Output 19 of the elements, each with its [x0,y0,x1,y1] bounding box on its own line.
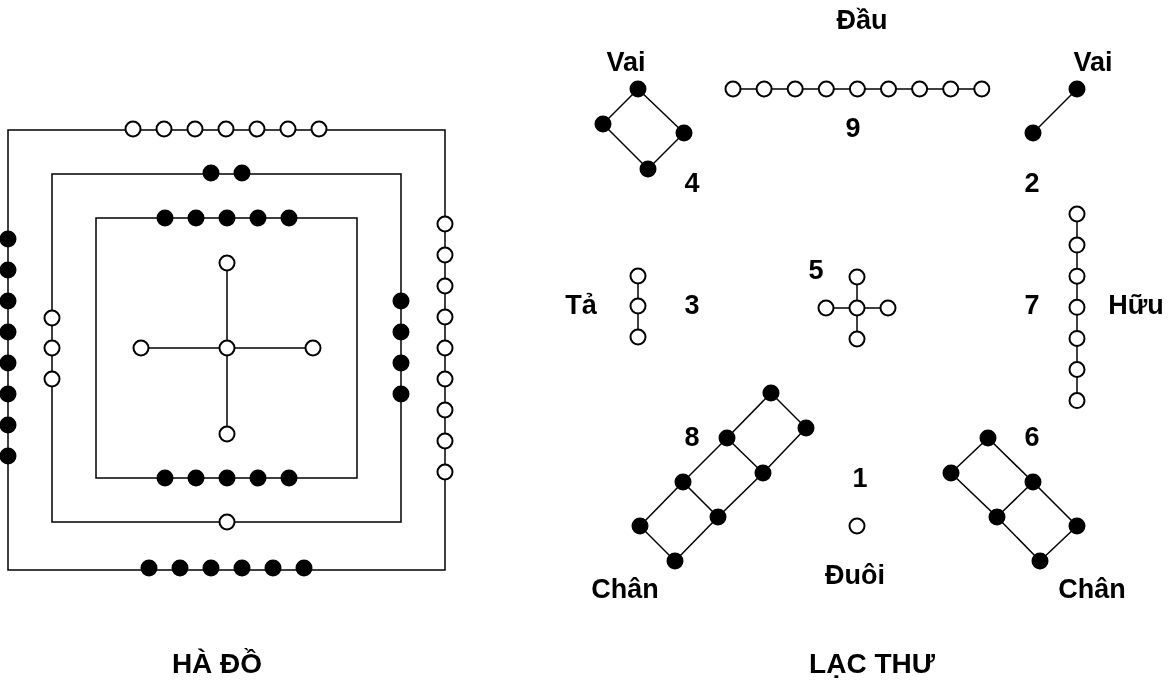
position-label: 3 [684,291,700,319]
position-label: Tả [565,291,597,319]
position-label: 4 [684,169,700,197]
position-label: Hữu [1108,291,1164,319]
position-label: 9 [845,114,861,142]
position-label: Đầu [836,6,888,34]
figure-caption: HÀ ĐỒ [171,650,263,678]
position-label: Vai [606,48,646,76]
position-label: Đuôi [825,561,885,589]
position-label: 7 [1024,291,1040,319]
position-label: Chân [1058,575,1126,603]
position-label: 2 [1024,169,1040,197]
position-label: 5 [808,256,824,284]
figure-caption: LẠC THƯ [809,650,935,678]
position-label: Vai [1073,48,1113,76]
position-label: 1 [852,464,868,492]
position-label: Chân [591,575,659,603]
position-label: 6 [1024,423,1040,451]
position-label: 8 [684,423,700,451]
